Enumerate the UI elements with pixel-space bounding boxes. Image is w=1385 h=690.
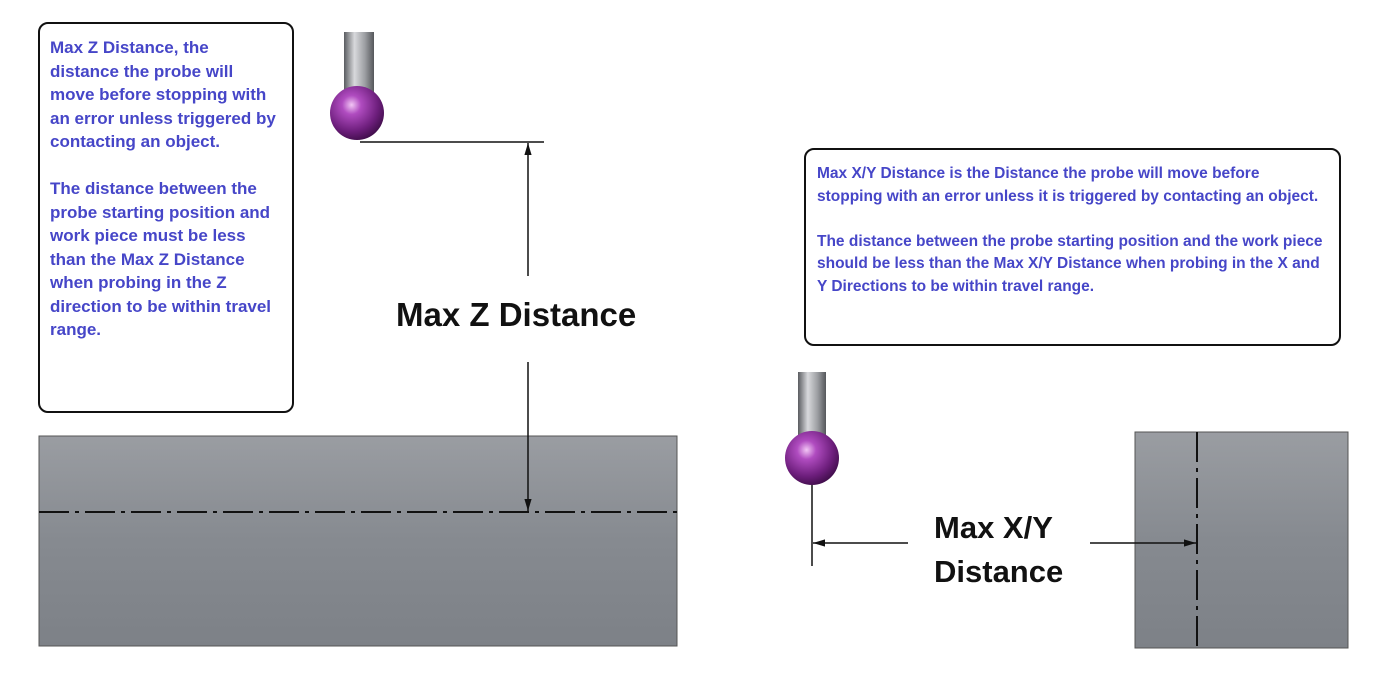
callout-z-paragraph-2: The distance between the probe starting …	[50, 179, 272, 339]
workpiece-xy	[1134, 431, 1349, 649]
max-xy-distance-label: Max X/Y Distance	[934, 506, 1063, 594]
probe-xy	[785, 372, 839, 485]
callout-max-z: Max Z Distance, the distance the probe w…	[38, 22, 294, 413]
callout-z-paragraph-1: Max Z Distance, the distance the probe w…	[50, 38, 276, 151]
workpiece-z	[38, 435, 678, 647]
callout-xy-paragraph-1: Max X/Y Distance is the Distance the pro…	[817, 165, 1319, 205]
callout-xy-paragraph-2: The distance between the probe starting …	[817, 232, 1323, 295]
max-xy-label-line-1: Max X/Y	[934, 510, 1053, 545]
probe-z	[330, 32, 384, 140]
max-xy-label-line-2: Distance	[934, 554, 1064, 589]
callout-max-xy: Max X/Y Distance is the Distance the pro…	[804, 148, 1341, 346]
max-z-distance-label: Max Z Distance	[396, 296, 637, 333]
